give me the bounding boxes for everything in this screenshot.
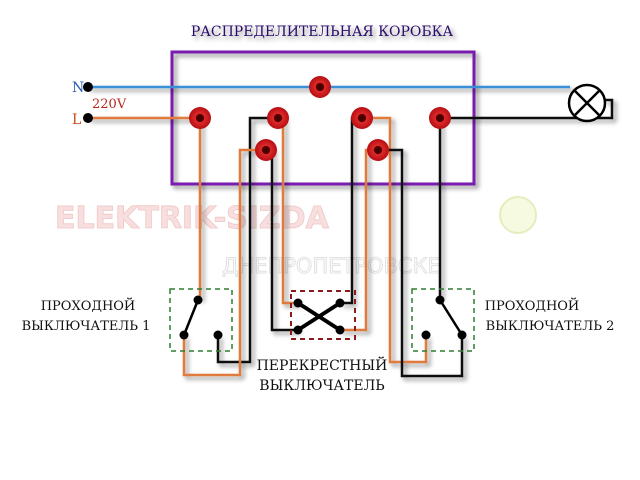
wire-s2-black <box>378 148 464 378</box>
wire-s1-black <box>216 116 278 364</box>
terminal-c <box>351 107 373 129</box>
box-title: РАСПРЕДЕЛИТЕЛЬНАЯ КОРОБКА <box>191 24 454 40</box>
voltage-label: 220V <box>92 97 127 112</box>
switch2-label-line1: ПРОХОДНОЙ <box>485 297 580 314</box>
cross-switch-label-line1: ПЕРЕКРЕСТНЫЙ <box>257 355 388 374</box>
pass-through-switch-1 <box>169 288 233 352</box>
terminal-b <box>255 139 277 161</box>
watermark-brand: ELEKTRIK-SIZDA <box>55 201 330 236</box>
switch2-label-line2: ВЫКЛЮЧАТЕЛЬ 2 <box>486 319 615 334</box>
wire-s1-orange-b <box>182 148 266 377</box>
neutral-label: N <box>72 80 84 96</box>
terminal-neutral <box>309 76 331 98</box>
wire-s2-orange <box>362 116 428 364</box>
junction-box <box>170 50 476 186</box>
junction-terminals <box>189 76 451 161</box>
line-terminal <box>83 113 93 123</box>
cross-switch <box>290 290 356 340</box>
switch1-label-line1: ПРОХОДНОЙ <box>41 297 136 314</box>
watermark-bulb-icon <box>499 196 537 234</box>
pass-through-switch-2 <box>411 288 475 352</box>
terminal-line <box>189 107 211 129</box>
watermark: ELEKTRIK-SIZDA ДНЕПРОПЕТРОВСКЕ <box>55 196 537 279</box>
lamp-icon <box>567 83 607 123</box>
wire-s2-to-lamp <box>438 116 570 298</box>
cross-switch-label-line2: ВЫКЛЮЧАТЕЛЬ <box>259 378 384 394</box>
terminal-lamp <box>429 107 451 129</box>
watermark-city: ДНЕПРОПЕТРОВСКЕ <box>222 254 441 278</box>
terminal-d <box>367 139 389 161</box>
terminal-a <box>267 107 289 129</box>
neutral-terminal <box>83 82 93 92</box>
line-label: L <box>72 112 81 128</box>
switch1-label-line2: ВЫКЛЮЧАТЕЛЬ 1 <box>22 319 151 334</box>
